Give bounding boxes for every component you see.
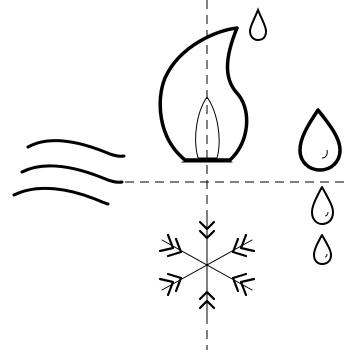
drop-large xyxy=(300,110,340,170)
wind-line-2 xyxy=(22,166,122,182)
wind-line-1 xyxy=(28,141,124,157)
drop-large-highlight xyxy=(322,150,327,158)
drop-medium-highlight xyxy=(325,212,328,216)
flame-outline xyxy=(160,28,246,160)
drop-medium xyxy=(312,187,333,224)
water-drops-icon xyxy=(300,110,340,264)
wind-line-3 xyxy=(14,188,108,204)
drop-small-bottom-highlight xyxy=(325,254,327,257)
snowflake-icon xyxy=(160,215,254,315)
axes xyxy=(125,0,346,350)
wind-lines-icon xyxy=(14,141,124,204)
drop-small-top xyxy=(250,10,266,40)
drop-small-bottom xyxy=(314,235,331,264)
flame-icon xyxy=(160,28,246,162)
